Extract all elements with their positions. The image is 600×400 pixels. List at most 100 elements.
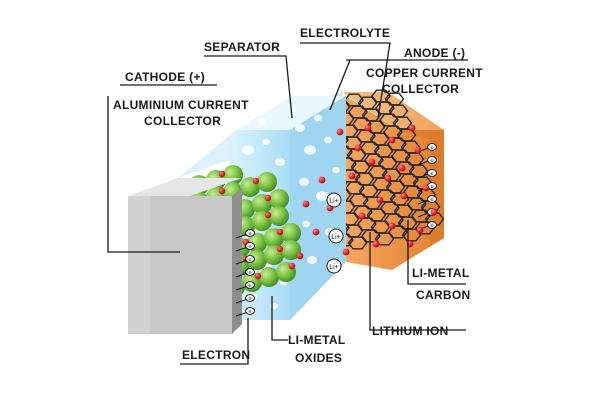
oxide-sphere [259,267,279,287]
leader-li-metal-carbon [407,220,466,285]
electron-marker [427,195,437,203]
graphite-hexagon [388,225,408,239]
label-electron: ELECTRON [182,348,251,362]
lithium-dot [318,176,326,184]
lithium-dot [254,272,262,280]
aluminium-collector-highlight [128,196,150,334]
lithium-dot [342,248,350,256]
lithium-dot [388,222,396,230]
oxide-sphere [257,172,277,192]
separator-pore [330,278,338,286]
lithium-dot [348,172,356,180]
lithium-dot [288,262,296,270]
label-copper-collector-2: COLLECTOR [382,82,460,96]
lithium-dot [364,124,372,132]
lithium-dot [388,136,396,144]
lithium-dot [422,184,430,192]
electron-symbol: e [430,184,433,190]
separator-pore [242,145,254,155]
electron-marker [245,294,255,302]
label-anode: ANODE (-) [404,46,466,60]
leader-electron [180,318,249,365]
separator-pore [262,138,270,146]
lithium-dot [302,200,310,208]
leader-separator [204,55,293,119]
electron-marker [427,169,437,177]
label-electrolyte: ELECTROLYTE [300,26,391,40]
lithium-dot [416,226,424,234]
electron-symbol: e [248,296,251,302]
electron-symbol: e [430,171,433,177]
label-lithium-ion: LITHIUM ION [372,324,449,338]
electron-symbol: e [248,231,251,237]
lithium-dot [276,228,284,236]
lithium-dot [398,164,406,172]
electron-symbol: e [430,197,433,203]
li-ion-badge [328,228,344,244]
leader-anode-down [329,59,351,111]
li-ion-symbol: Li+ [329,264,339,271]
li-ion-badge [326,192,342,208]
label-li-metal-carbon-2: CARBON [416,288,471,302]
lithium-dot [264,194,272,202]
separator-pore [314,114,322,122]
lithium-dot [276,245,284,253]
lithium-dot [372,240,380,248]
electron-symbol: e [430,158,433,164]
label-li-metal-oxides-1: LI-METAL [288,333,346,347]
electron-marker [427,143,437,151]
leader-lithium-ion [369,232,466,331]
aluminium-collector-side [232,188,242,334]
separator-pore [299,178,309,186]
electron-symbol: e [430,145,433,151]
electron-marker [245,242,255,250]
oxide-sphere [281,240,301,260]
separator-pore [316,191,328,201]
lithium-dot [296,252,304,260]
lithium-dot [336,128,344,136]
lithium-dot [218,187,226,195]
electron-marker [427,156,437,164]
label-aluminium-collector-2: COLLECTOR [144,114,222,128]
leader-electrolyte [300,42,391,119]
separator-pore [302,220,310,228]
electron-marker [245,229,255,237]
electron-symbol: e [430,223,433,229]
electron-marker [245,281,255,289]
oxide-sphere [269,189,289,209]
graphite-hexagon [401,228,422,242]
anode-top-face [342,92,444,130]
lithium-dot [430,208,438,216]
aluminium-collector-front [128,196,232,334]
lithium-dot [264,211,272,219]
li-ion-symbol: Li+ [329,198,339,205]
label-separator: SEPARATOR [204,40,281,54]
separator-pore [307,256,317,264]
oxide-sphere [247,250,267,270]
electron-symbol: e [248,270,251,276]
graphite-hexagon [347,236,368,250]
separator-pore [295,124,305,132]
lithium-dot [368,158,376,166]
leader-li-metal-oxides [271,296,288,341]
electron-link [417,212,429,218]
separator-pore [304,145,316,155]
electron-marker [245,268,255,276]
leader-lines [107,42,468,365]
electron-symbol: e [248,309,251,315]
graphite-hexagon [374,232,395,246]
lithium-dot [354,144,362,152]
electron-symbol: e [248,257,251,263]
lithium-dot [252,177,260,185]
electron-link [417,160,429,166]
lithium-dot [218,170,226,178]
label-li-metal-carbon-1: LI-METAL [412,266,470,280]
lithium-dot [312,228,320,236]
oxide-sphere [269,206,289,226]
electron-link [417,173,429,179]
separator-pore [258,118,266,126]
li-ion-badge [326,258,342,274]
lithium-dots [296,124,438,260]
